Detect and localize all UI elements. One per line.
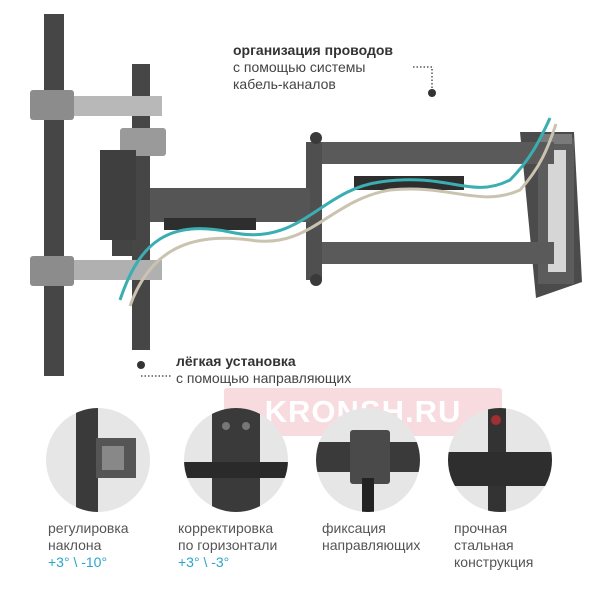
cables xyxy=(118,117,558,307)
feature-label: корректировка xyxy=(178,520,274,536)
callout-cable-management: организация проводов с помощью системы к… xyxy=(233,42,393,93)
callout-easy-install: лёгкая установка с помощью направляющих xyxy=(176,353,351,387)
callout-line: кабель-каналов xyxy=(233,76,336,92)
feature-label: направляющих xyxy=(322,537,421,553)
callout-connector-top xyxy=(413,66,436,97)
feature-label: фиксация xyxy=(322,520,386,536)
feature-label: конструкция xyxy=(454,554,534,570)
feature-label: прочная xyxy=(454,520,508,536)
callout-line: с помощью направляющих xyxy=(176,370,352,386)
callout-connector-middle xyxy=(137,361,172,377)
feature-image-rail-lock xyxy=(316,408,420,512)
tv-bracket xyxy=(30,14,166,376)
tv-mount-illustration xyxy=(30,14,582,377)
feature-image-tilt xyxy=(46,408,150,512)
feature-label: стальная xyxy=(454,537,514,553)
feature-label: по горизонтали xyxy=(178,537,278,553)
feature-label: регулировка xyxy=(48,520,129,536)
callout-title: организация проводов xyxy=(233,42,394,58)
feature-image-steel xyxy=(448,408,552,512)
feature-value: +3° \ -10° xyxy=(48,554,108,570)
callout-line: с помощью системы xyxy=(233,59,366,75)
feature-image-horizontal xyxy=(184,408,288,512)
feature-value: +3° \ -3° xyxy=(178,554,230,570)
callout-title: лёгкая установка xyxy=(176,353,296,369)
feature-label: наклона xyxy=(48,537,102,553)
